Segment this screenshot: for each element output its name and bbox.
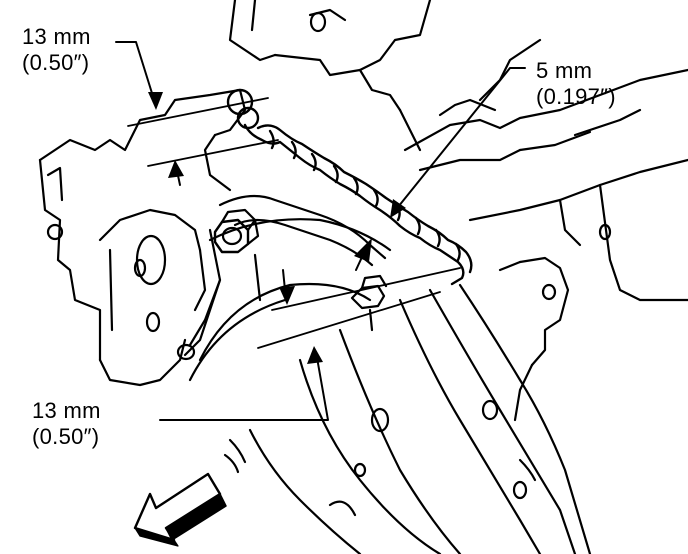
leader-top-right <box>393 67 526 213</box>
timing-housing <box>398 38 688 302</box>
callout-top-right-metric: 5 mm <box>536 58 593 83</box>
front-direction-arrow-icon <box>133 472 227 547</box>
reference-lines <box>127 97 461 349</box>
casting-holes <box>46 11 327 361</box>
tensioner-bolt <box>213 208 260 254</box>
reference-line-lower-b <box>257 291 441 349</box>
reference-line-upper-a <box>127 97 269 127</box>
sprocket-cover <box>188 218 592 554</box>
arrowhead-chain-gap <box>354 238 372 262</box>
arrowhead-top-right <box>390 199 406 218</box>
callout-bottom-left-metric: 13 mm <box>32 398 101 423</box>
arrowhead-bottom-left <box>307 346 323 364</box>
callout-bottom-left: 13 mm (0.50″) <box>32 398 101 450</box>
callout-top-left: 13 mm (0.50″) <box>22 24 91 76</box>
timing-chain <box>226 88 473 286</box>
engine-block-outline <box>38 0 432 387</box>
arrowhead-top-left-lower <box>168 160 184 178</box>
tensioner-arm <box>183 194 387 357</box>
reference-line-upper-b <box>147 139 279 167</box>
arrowhead-lower-top <box>279 286 295 305</box>
callout-top-right: 5 mm (0.197″) <box>536 58 616 110</box>
arrowhead-top-left <box>148 92 163 110</box>
adjuster-stud <box>350 274 388 332</box>
leader-top-left <box>115 41 157 107</box>
reference-line-lower-a <box>271 267 461 311</box>
callout-top-left-metric: 13 mm <box>22 24 91 49</box>
side-bracket <box>498 256 570 422</box>
callout-bottom-left-imperial: (0.50″) <box>32 424 100 449</box>
cover-bolt-holes <box>353 399 528 500</box>
arrowheads <box>148 92 406 364</box>
callout-top-left-imperial: (0.50″) <box>22 50 90 75</box>
leader-bottom-left <box>159 351 329 421</box>
callout-top-right-imperial: (0.197″) <box>536 84 616 109</box>
